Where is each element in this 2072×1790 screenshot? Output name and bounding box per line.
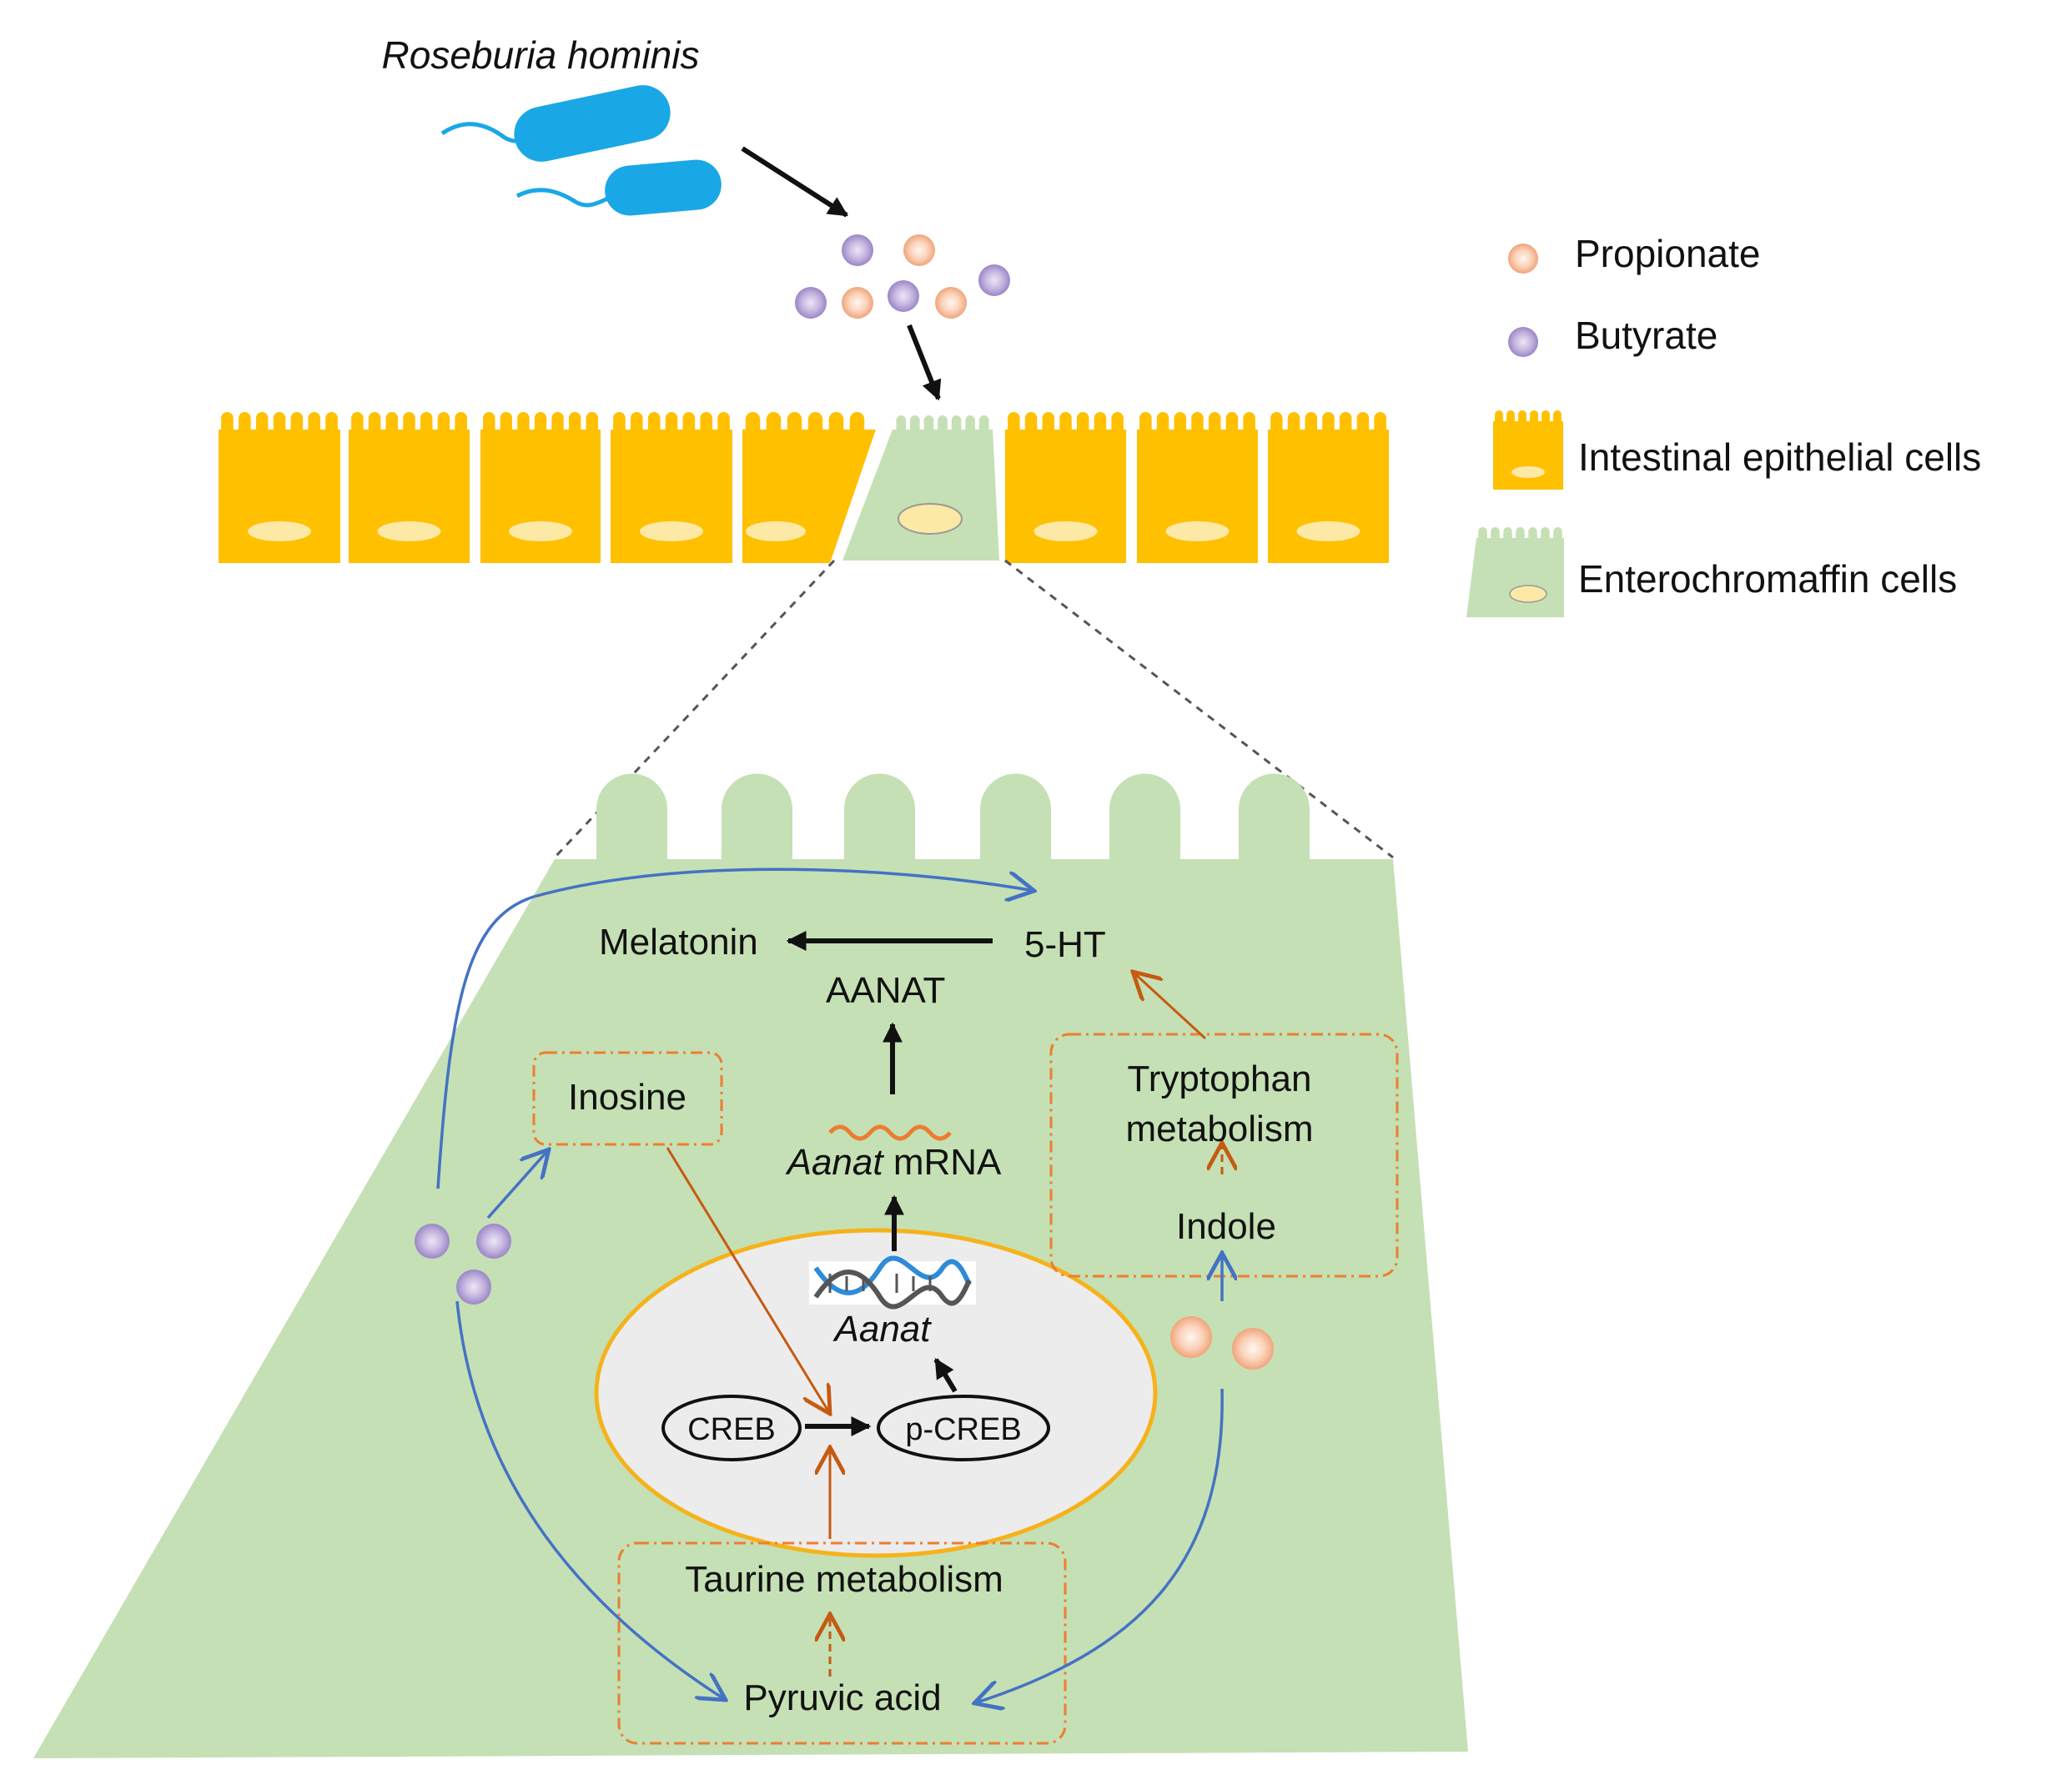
epithelial-cell <box>349 412 470 563</box>
melatonin-label: Melatonin <box>599 922 758 963</box>
arrow-butyrate-to-inosine <box>486 1149 549 1219</box>
aanat-gene-label: Aanat <box>832 1309 933 1350</box>
arrow-pcreb-to-gene <box>933 1357 958 1393</box>
inosine-box <box>532 1051 723 1146</box>
legend-ec-marker <box>1466 527 1564 617</box>
ec-cell-small <box>842 415 999 561</box>
dna-icon <box>809 1255 976 1310</box>
taurine-box <box>617 1541 1067 1745</box>
aanat-mrna-label: Aanat mRNA <box>785 1142 1002 1183</box>
legend-butyrate-label: Butyrate <box>1575 314 1717 357</box>
epithelial-cell <box>1137 412 1258 563</box>
scfa-cluster <box>795 234 1010 319</box>
arrow-butyrate-to-5ht <box>436 867 1034 1189</box>
epithelium-layer <box>219 411 1389 563</box>
nucleus <box>594 1228 1158 1558</box>
legend-butyrate-marker <box>1508 327 1538 357</box>
mrna-wave-icon <box>828 1124 952 1141</box>
arrow-propionate-to-pyruvic <box>974 1388 1224 1703</box>
aanat-mrna-suffix: mRNA <box>883 1142 1002 1183</box>
arrow-inosine-to-pcreb <box>666 1147 830 1414</box>
serotonin-label: 5-HT <box>1024 924 1106 965</box>
bacterium-2 <box>515 159 722 216</box>
indole-label: Indole <box>1176 1206 1276 1247</box>
epithelial-cell <box>480 412 601 563</box>
zoom-line-right <box>1004 559 1394 859</box>
aanat-mrna-gene: Aanat <box>785 1142 885 1183</box>
arrow-tryptophan-to-5ht <box>1133 972 1207 1040</box>
inosine-label: Inosine <box>568 1077 686 1118</box>
legend-propionate-marker <box>1508 244 1538 274</box>
epithelial-cell <box>742 412 876 563</box>
arrow-scfa-to-epithelium <box>907 324 942 401</box>
epithelial-cell <box>1268 412 1389 563</box>
creb-label: CREB <box>687 1412 776 1447</box>
pcreb-label: p-CREB <box>905 1412 1021 1447</box>
bacteria-title: Roseburia hominis <box>382 33 700 77</box>
tryptophan-label-line1: Tryptophan <box>1128 1058 1312 1099</box>
epithelial-cell <box>219 412 340 563</box>
epithelial-cell <box>611 411 732 563</box>
tryptophan-label-line2: metabolism <box>1126 1109 1314 1149</box>
aanat-enzyme-label: AANAT <box>826 970 945 1011</box>
zoom-line-left <box>553 559 836 859</box>
creb-node <box>661 1395 802 1461</box>
propionate-group <box>1170 1316 1274 1370</box>
pyruvic-label: Pyruvic acid <box>743 1677 941 1718</box>
arrow-butyrate-to-pyruvic <box>455 1300 726 1700</box>
legend-iec-marker <box>1493 410 1563 490</box>
legend-iec-label: Intestinal epithelial cells <box>1578 435 1981 479</box>
epithelial-cell <box>1005 412 1126 563</box>
pcreb-node <box>877 1395 1050 1461</box>
bacterium-1 <box>440 85 671 162</box>
legend: Propionate Butyrate Intestinal epithelia… <box>1466 232 1981 617</box>
legend-ec-label: Enterochromaffin cells <box>1578 557 1957 601</box>
butyrate-group <box>415 1224 511 1305</box>
taurine-label: Taurine metabolism <box>685 1559 1003 1600</box>
legend-propionate-label: Propionate <box>1575 232 1761 275</box>
arrow-bacteria-to-scfa <box>741 146 849 218</box>
